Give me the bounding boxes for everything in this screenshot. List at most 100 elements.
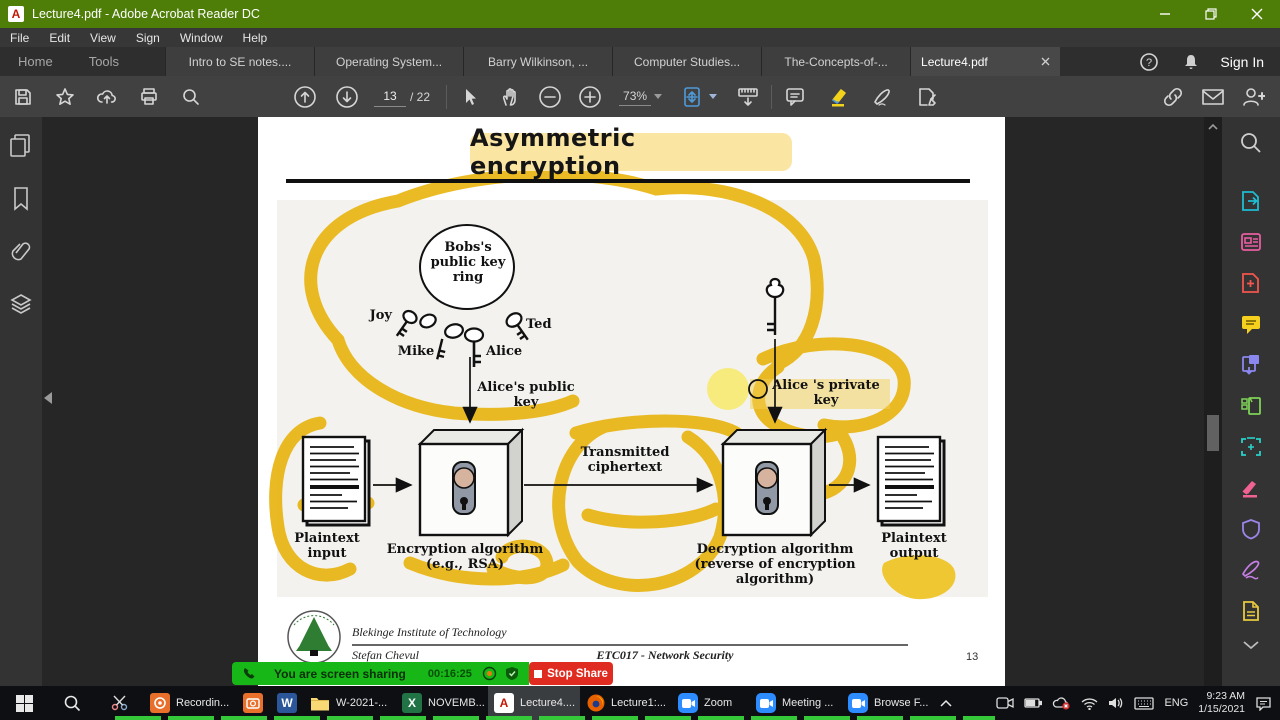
- encryption-label: Encryption algorithm (e.g., RSA): [386, 542, 544, 572]
- export-pdf-icon[interactable]: [1238, 189, 1264, 213]
- hand-tool-icon[interactable]: [497, 84, 523, 110]
- menu-file[interactable]: File: [10, 30, 30, 45]
- tray-clock[interactable]: 9:23 AM 1/15/2021: [1198, 690, 1245, 716]
- record-indicator-icon[interactable]: [482, 666, 497, 681]
- search-icon[interactable]: [178, 84, 204, 110]
- star-icon[interactable]: [52, 84, 78, 110]
- start-button[interactable]: [0, 686, 48, 720]
- page-thumbnails-icon[interactable]: [9, 133, 33, 164]
- zoom-share-border: [115, 716, 995, 720]
- share-link-icon[interactable]: [1160, 84, 1186, 110]
- rail-chevron-down-icon[interactable]: [1238, 640, 1264, 650]
- measure-tool-icon[interactable]: [735, 84, 761, 110]
- page-number-input[interactable]: [374, 86, 406, 107]
- restore-button[interactable]: [1188, 0, 1234, 28]
- protect-icon[interactable]: [1238, 517, 1264, 541]
- vertical-scrollbar[interactable]: [1204, 117, 1222, 686]
- tab-document-2[interactable]: Operating System...: [314, 47, 464, 76]
- speaker-icon[interactable]: [1108, 696, 1124, 710]
- tab-document-active[interactable]: Lecture4.pdf: [910, 47, 1061, 76]
- fit-width-icon[interactable]: [680, 84, 706, 110]
- next-page-icon[interactable]: [334, 84, 360, 110]
- snip-tool-button[interactable]: [96, 686, 144, 720]
- onedrive-error-icon[interactable]: [1052, 696, 1071, 710]
- attachments-icon[interactable]: [9, 239, 33, 270]
- create-pdf-icon[interactable]: [1238, 271, 1264, 295]
- fill-sign-panel-icon[interactable]: [1238, 558, 1264, 582]
- tab-close-icon[interactable]: [1041, 57, 1050, 66]
- public-key-label: Alice's public key: [477, 380, 575, 410]
- taskbar-camera-button[interactable]: [236, 686, 270, 720]
- taskbar-acrobat-button[interactable]: A Lecture4....: [488, 686, 580, 720]
- previous-page-icon[interactable]: [292, 84, 318, 110]
- organize-pages-icon[interactable]: [1238, 394, 1264, 418]
- wifi-icon[interactable]: [1081, 697, 1098, 710]
- notification-bell-icon[interactable]: [1178, 49, 1204, 75]
- redact-icon[interactable]: [1238, 476, 1264, 500]
- sign-in-button[interactable]: Sign In: [1220, 53, 1264, 70]
- tray-expand-icon[interactable]: [934, 686, 958, 720]
- battery-icon[interactable]: [1024, 697, 1043, 709]
- select-tool-icon[interactable]: [457, 84, 483, 110]
- language-indicator[interactable]: ENG: [1164, 697, 1189, 709]
- send-email-icon[interactable]: [1200, 84, 1226, 110]
- taskbar-excel-button[interactable]: X NOVEMB...: [396, 686, 488, 720]
- taskbar-folder-button[interactable]: W-2021-...: [304, 686, 396, 720]
- scroll-up-icon[interactable]: [1208, 123, 1218, 131]
- collapse-left-panel-icon[interactable]: [44, 392, 52, 404]
- invite-person-icon[interactable]: [1240, 84, 1266, 110]
- zoom-dropdown-icon[interactable]: [654, 94, 663, 99]
- comment-tool-icon[interactable]: [782, 84, 808, 110]
- help-icon[interactable]: ?: [1136, 49, 1162, 75]
- zoom-in-icon[interactable]: [577, 84, 603, 110]
- compress-pdf-icon[interactable]: [1238, 435, 1264, 459]
- taskbar-meeting-button[interactable]: Meeting ...: [750, 686, 842, 720]
- edit-pdf-icon[interactable]: [1238, 230, 1264, 254]
- taskbar-zoom-button[interactable]: Zoom: [672, 686, 750, 720]
- menu-window[interactable]: Window: [179, 30, 223, 45]
- tab-document-4[interactable]: Computer Studies...: [612, 47, 762, 76]
- taskbar-browse-button[interactable]: Browse F...: [842, 686, 934, 720]
- layers-icon[interactable]: [9, 292, 33, 321]
- print-icon[interactable]: [136, 84, 162, 110]
- comment-panel-icon[interactable]: [1238, 312, 1264, 336]
- more-tools-icon[interactable]: [1238, 599, 1264, 623]
- taskbar-firefox-button[interactable]: Lecture1:...: [580, 686, 672, 720]
- menu-edit[interactable]: Edit: [49, 30, 71, 45]
- taskbar-word-button[interactable]: W: [270, 686, 304, 720]
- touch-keyboard-icon[interactable]: [1134, 696, 1155, 710]
- system-tray: ENG 9:23 AM 1/15/2021: [996, 686, 1280, 720]
- stop-share-button[interactable]: Stop Share: [529, 662, 613, 685]
- cloud-upload-icon[interactable]: [94, 84, 120, 110]
- menu-help[interactable]: Help: [242, 30, 268, 45]
- key-name-mike: Mike: [397, 344, 435, 359]
- action-center-icon[interactable]: [1255, 696, 1272, 711]
- menu-view[interactable]: View: [90, 30, 116, 45]
- zoom-out-icon[interactable]: [537, 84, 563, 110]
- zoom-app-icon: [756, 693, 776, 713]
- edit-pdf-tool-icon[interactable]: [914, 84, 940, 110]
- tab-document-1[interactable]: Intro to SE notes....: [165, 47, 315, 76]
- tab-document-5[interactable]: The-Concepts-of-...: [761, 47, 911, 76]
- taskbar-recorder-button[interactable]: Recordin...: [144, 686, 236, 720]
- security-shield-icon[interactable]: [505, 666, 519, 681]
- menu-sign[interactable]: Sign: [135, 30, 160, 45]
- save-icon[interactable]: [10, 84, 36, 110]
- combine-files-icon[interactable]: [1238, 353, 1264, 377]
- scrollbar-thumb[interactable]: [1207, 415, 1219, 451]
- fit-dropdown-icon[interactable]: [709, 94, 718, 99]
- tab-home[interactable]: Home: [18, 54, 53, 69]
- zoom-level-value[interactable]: 73%: [619, 87, 652, 106]
- tab-document-3[interactable]: Barry Wilkinson, ...: [463, 47, 613, 76]
- share-timer: 00:16:25: [427, 667, 472, 680]
- search-tools-icon[interactable]: [1238, 131, 1264, 155]
- tab-tools[interactable]: Tools: [88, 54, 120, 69]
- close-button[interactable]: [1234, 0, 1280, 28]
- taskbar-search-button[interactable]: [48, 686, 96, 720]
- fill-sign-tool-icon[interactable]: [870, 84, 896, 110]
- bookmarks-icon[interactable]: [10, 186, 32, 217]
- minimize-button[interactable]: [1142, 0, 1188, 28]
- taskbar-button-label: Lecture4....: [520, 697, 576, 709]
- tray-camera-icon[interactable]: [996, 696, 1015, 710]
- highlight-tool-icon[interactable]: [826, 84, 852, 110]
